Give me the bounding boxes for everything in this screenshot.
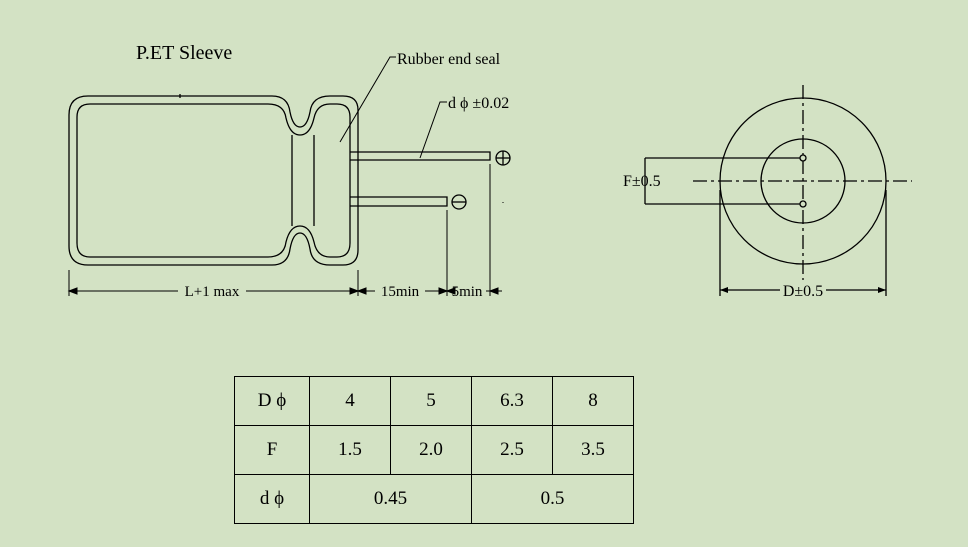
table-row: F 1.5 2.0 2.5 3.5 <box>234 425 634 475</box>
lead-min-15-label: 15min <box>381 284 420 300</box>
pitch-label: F±0.5 <box>623 173 661 190</box>
length-label: L+1 max <box>185 284 240 300</box>
lead-min-5-label: 5min <box>452 284 483 300</box>
table-cell: 6.3 <box>471 376 553 426</box>
table-cell: 5 <box>390 376 472 426</box>
table-cell: 4 <box>309 376 391 426</box>
table-cell: 3.5 <box>552 425 634 475</box>
leader-lines <box>339 56 504 203</box>
table-row: d ϕ 0.45 0.5 <box>234 474 634 524</box>
leads <box>350 150 511 210</box>
table-header-cell: F <box>234 425 310 475</box>
dimension-table: D ϕ 4 5 6.3 8 F 1.5 2.0 2.5 3.5 d ϕ 0.45… <box>234 376 634 524</box>
rubber-seal-label: Rubber end seal <box>397 51 501 68</box>
length-dimension <box>67 164 502 296</box>
table-header-cell: d ϕ <box>234 474 310 524</box>
table-cell: 1.5 <box>309 425 391 475</box>
table-cell: 0.5 <box>471 474 634 524</box>
diameter-label: D±0.5 <box>783 283 823 300</box>
end-view <box>644 85 912 296</box>
table-cell: 8 <box>552 376 634 426</box>
lead-diameter-label: d ϕ ±0.02 <box>448 95 509 112</box>
table-cell: 2.0 <box>390 425 472 475</box>
table-row: D ϕ 4 5 6.3 8 <box>234 376 634 426</box>
capacitor-body <box>68 94 359 266</box>
table-cell: 2.5 <box>471 425 553 475</box>
table-header-cell: D ϕ <box>234 376 310 426</box>
sleeve-label: P.ET Sleeve <box>136 42 232 64</box>
table-cell: 0.45 <box>309 474 472 524</box>
